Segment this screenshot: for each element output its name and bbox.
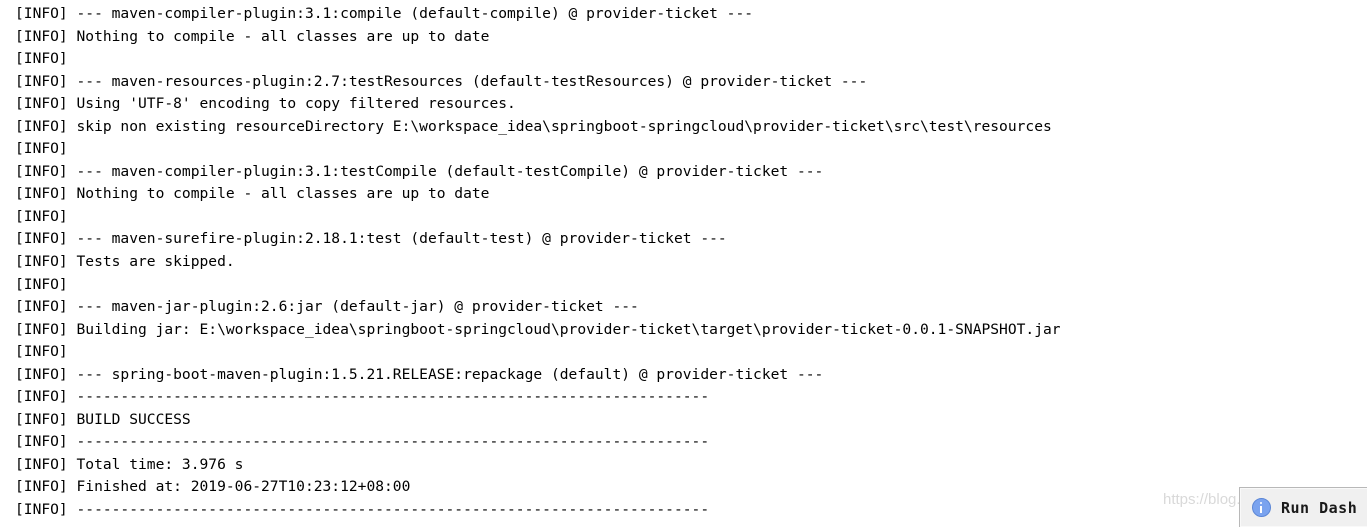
- log-line: [INFO] BUILD SUCCESS: [15, 410, 191, 428]
- log-line: [INFO] skip non existing resourceDirecto…: [15, 117, 1052, 135]
- log-line: [INFO] --- maven-resources-plugin:2.7:te…: [15, 72, 868, 90]
- log-line: [INFO] --- maven-jar-plugin:2.6:jar (def…: [15, 298, 639, 316]
- log-line: [INFO] Nothing to compile - all classes …: [15, 27, 490, 45]
- log-line: [INFO]: [15, 275, 68, 293]
- log-line: [INFO] Nothing to compile - all classes …: [15, 185, 490, 203]
- log-line: [INFO] Using 'UTF-8' encoding to copy fi…: [15, 95, 516, 113]
- log-line: [INFO] Total time: 3.976 s: [15, 455, 244, 473]
- log-line: [INFO] --- maven-surefire-plugin:2.18.1:…: [15, 230, 727, 248]
- log-line: [INFO] ---------------------------------…: [15, 388, 710, 406]
- log-line: [INFO] --- spring-boot-maven-plugin:1.5.…: [15, 365, 824, 383]
- run-dashboard-popup[interactable]: Run Dash: [1239, 487, 1367, 527]
- log-line: [INFO] Tests are skipped.: [15, 253, 235, 271]
- run-dashboard-label: Run Dash: [1281, 498, 1358, 517]
- log-line: [INFO]: [15, 343, 68, 361]
- log-line: [INFO] --- maven-compiler-plugin:3.1:tes…: [15, 162, 824, 180]
- log-line: [INFO] Building jar: E:\workspace_idea\s…: [15, 320, 1061, 338]
- log-line: [INFO] ---------------------------------…: [15, 501, 710, 519]
- log-line: [INFO]: [15, 140, 68, 158]
- log-line: [INFO] --- maven-compiler-plugin:3.1:com…: [15, 5, 754, 22]
- info-icon: [1252, 498, 1271, 517]
- log-line: [INFO] Finished at: 2019-06-27T10:23:12+…: [15, 478, 411, 496]
- log-line: [INFO]: [15, 50, 68, 68]
- log-line: [INFO] ---------------------------------…: [15, 433, 710, 451]
- log-line: [INFO]: [15, 207, 68, 225]
